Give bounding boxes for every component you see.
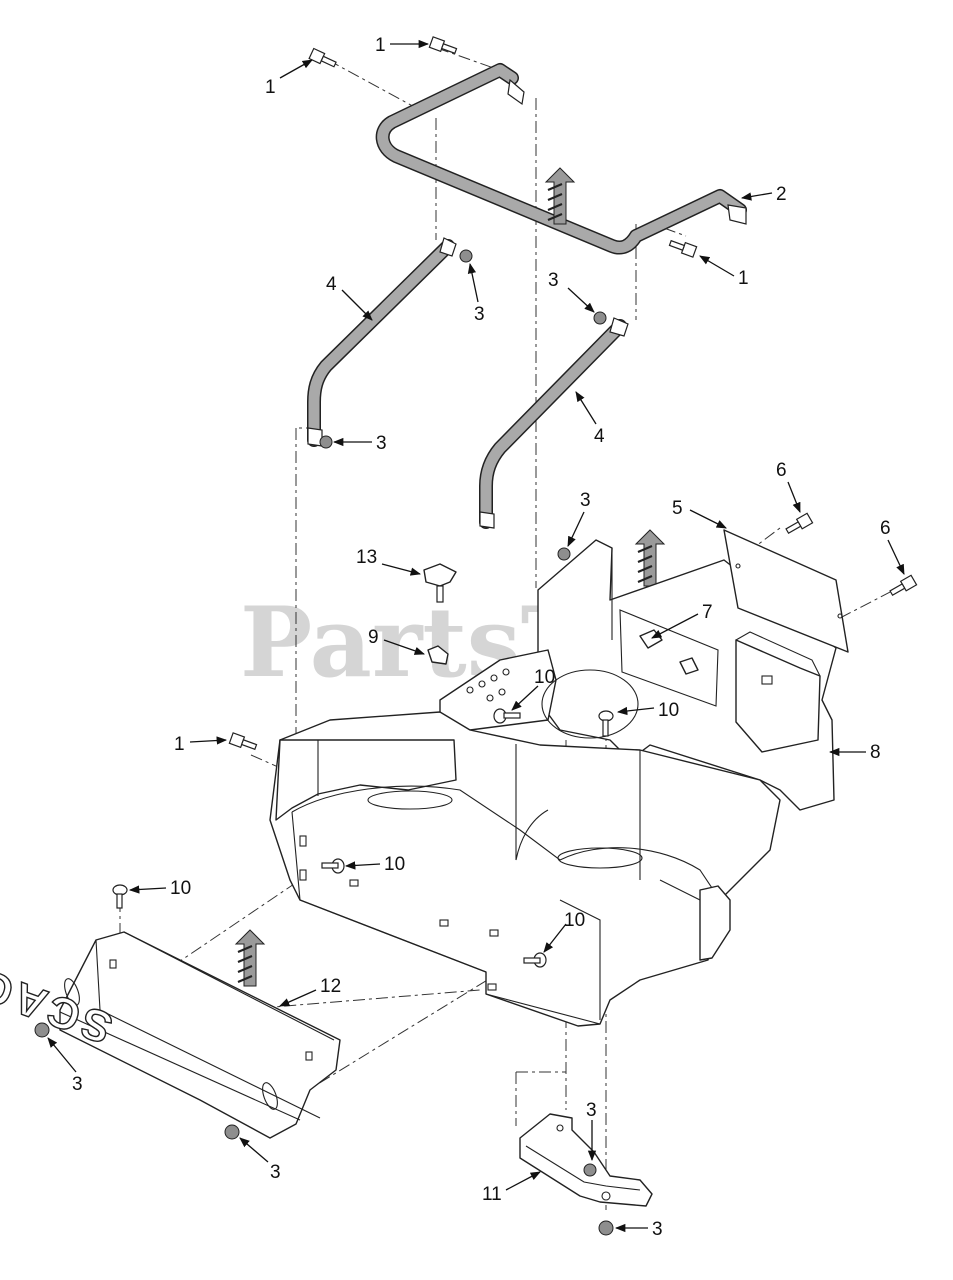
callout-3-right-nut: 3	[548, 270, 559, 291]
callout-leaders	[47, 39, 905, 1233]
right-handle-support	[479, 317, 629, 529]
left-handle-support	[307, 237, 457, 447]
callout-2-handle: 2	[776, 184, 787, 205]
bolt-1c	[668, 239, 698, 258]
callout-4-right-support: 4	[594, 426, 605, 447]
callout-12-deflector: 12	[320, 976, 341, 997]
callout-labels: 1 1 1 2 1 4 3 3 4 3 3 6 5 6 7 13 9 10 10…	[72, 35, 891, 1240]
callout-3-deflector-left: 3	[72, 1074, 83, 1095]
carriage-bolt-e	[523, 952, 547, 968]
up-arrow-symbol-middle	[634, 529, 666, 587]
callout-6-bolt: 6	[776, 460, 787, 481]
callout-10-deck: 10	[658, 700, 679, 721]
callout-1-deck: 1	[174, 734, 185, 755]
bolt-6a	[785, 512, 814, 535]
carriage-bolt-c	[321, 858, 345, 874]
callout-3-left-nut: 3	[474, 304, 485, 325]
front-deflector: SCAG	[0, 931, 341, 1139]
callout-3-left-lower-nut: 3	[376, 433, 387, 454]
callout-10-bracket: 10	[534, 667, 555, 688]
retaining-clip	[427, 645, 449, 665]
cover-plate	[723, 529, 849, 653]
callout-9-clip: 9	[368, 627, 379, 648]
callout-1-top-left: 1	[265, 77, 276, 98]
up-arrow-symbol-bottom	[234, 929, 266, 987]
bolt-1a	[308, 47, 337, 68]
callout-10-side: 10	[384, 854, 405, 875]
callout-3-deflector-right: 3	[270, 1162, 281, 1183]
bolt-1d	[228, 732, 258, 751]
callout-13-knob: 13	[356, 547, 377, 568]
callout-10-deflector: 10	[170, 878, 191, 899]
callout-4-left-support: 4	[326, 274, 337, 295]
callout-11-bracket: 11	[482, 1184, 502, 1205]
callout-3-bottom: 3	[652, 1219, 663, 1240]
adjustment-knob	[423, 563, 457, 603]
lower-bracket	[519, 1113, 653, 1207]
callout-1-handle-right: 1	[738, 268, 749, 289]
callout-10-front: 10	[564, 910, 585, 931]
callout-8-deck: 8	[870, 742, 881, 763]
carriage-bolt-b	[598, 710, 614, 737]
callout-3-bracket-nut: 3	[580, 490, 591, 511]
callout-6-bolt-right: 6	[880, 518, 891, 539]
bolt-1b	[428, 36, 458, 55]
carriage-bolt-a	[493, 708, 521, 724]
bolt-6b	[889, 574, 918, 597]
carriage-bolt-d	[112, 884, 128, 909]
callout-1-top: 1	[375, 35, 386, 56]
upper-handle-bar	[375, 63, 747, 255]
callout-5-cover: 5	[672, 498, 683, 519]
callout-7-clip: 7	[702, 602, 713, 623]
fasteners	[34, 36, 918, 1236]
up-arrow-symbol-top	[544, 167, 576, 225]
callout-3-bracket-lower: 3	[586, 1100, 597, 1121]
